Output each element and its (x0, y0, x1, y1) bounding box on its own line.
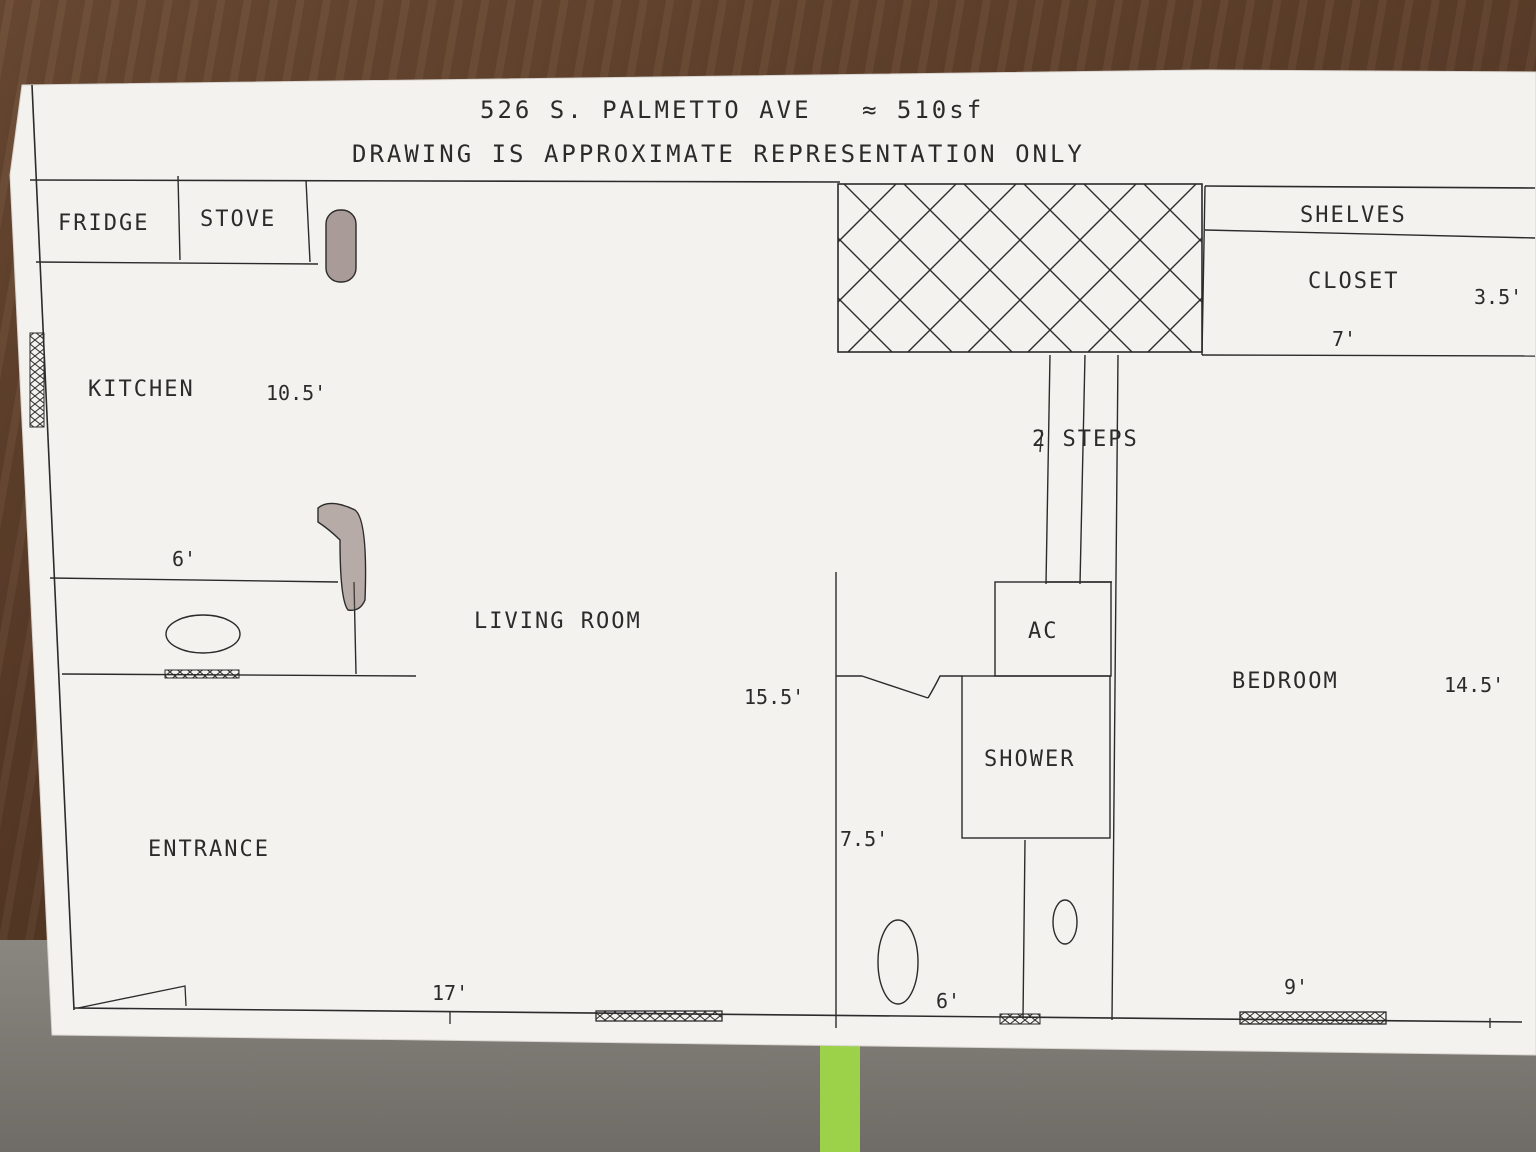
sink-oval-icon (877, 919, 919, 1005)
bath-window (999, 1013, 1041, 1025)
closet-label: CLOSET (1308, 269, 1399, 294)
disclaimer-text: DRAWING IS APPROXIMATE REPRESENTATION ON… (352, 140, 1085, 168)
living-room-label: LIVING ROOM (474, 609, 642, 634)
bathroom-wall (835, 572, 962, 1028)
fridge-label: FRIDGE (58, 211, 149, 236)
area-label: ≈ 510sf (862, 96, 984, 124)
kitchen-counter (35, 175, 357, 283)
bath-width-dim: 6' (936, 989, 960, 1013)
shelves-label: SHELVES (1300, 203, 1407, 228)
entrance-divider (49, 502, 417, 679)
front-width-dim: 17' (432, 981, 468, 1005)
floor-object (820, 1040, 860, 1152)
bedroom-window (1239, 1011, 1387, 1025)
front-openings (77, 985, 1491, 1028)
bath-block (877, 581, 1112, 1025)
counter-width-dim: 6' (172, 547, 196, 571)
entrance-label: ENTRANCE (148, 837, 270, 862)
toilet-icon (1052, 899, 1078, 945)
table-icon (165, 614, 241, 654)
shower-box (961, 675, 1111, 839)
peninsula-counter (317, 502, 367, 611)
kitchen-window (29, 332, 45, 428)
stove-label: STOVE (200, 207, 276, 232)
living-depth-dim: 15.5' (744, 685, 804, 709)
entrance-window (164, 669, 240, 679)
front-door (77, 985, 187, 1009)
bedroom-depth-dim: 14.5' (1444, 673, 1504, 697)
steps-label: 2 STEPS (1032, 427, 1139, 452)
left-wall (31, 84, 75, 1011)
address-title: 526 S. PALMETTO AVE (480, 96, 812, 124)
stair-hatch-area (837, 183, 1203, 353)
kitchen-depth-dim: 10.5' (266, 381, 326, 405)
closet-depth-dim: 3.5' (1474, 285, 1522, 309)
shower-label: SHOWER (984, 747, 1075, 772)
closet-walls (1201, 185, 1536, 357)
sink-icon (325, 209, 357, 283)
bath-depth-dim: 7.5' (840, 827, 888, 851)
top-wall-right (1204, 185, 1536, 189)
top-wall-kitchen (29, 179, 841, 183)
front-window (595, 1010, 723, 1022)
bedroom-width-dim: 9' (1284, 975, 1308, 999)
kitchen-label: KITCHEN (88, 377, 195, 402)
bath-door (861, 675, 929, 699)
bedroom-label: BEDROOM (1232, 669, 1339, 694)
ac-label: AC (1028, 619, 1059, 644)
closet-width-dim: 7' (1332, 327, 1356, 351)
